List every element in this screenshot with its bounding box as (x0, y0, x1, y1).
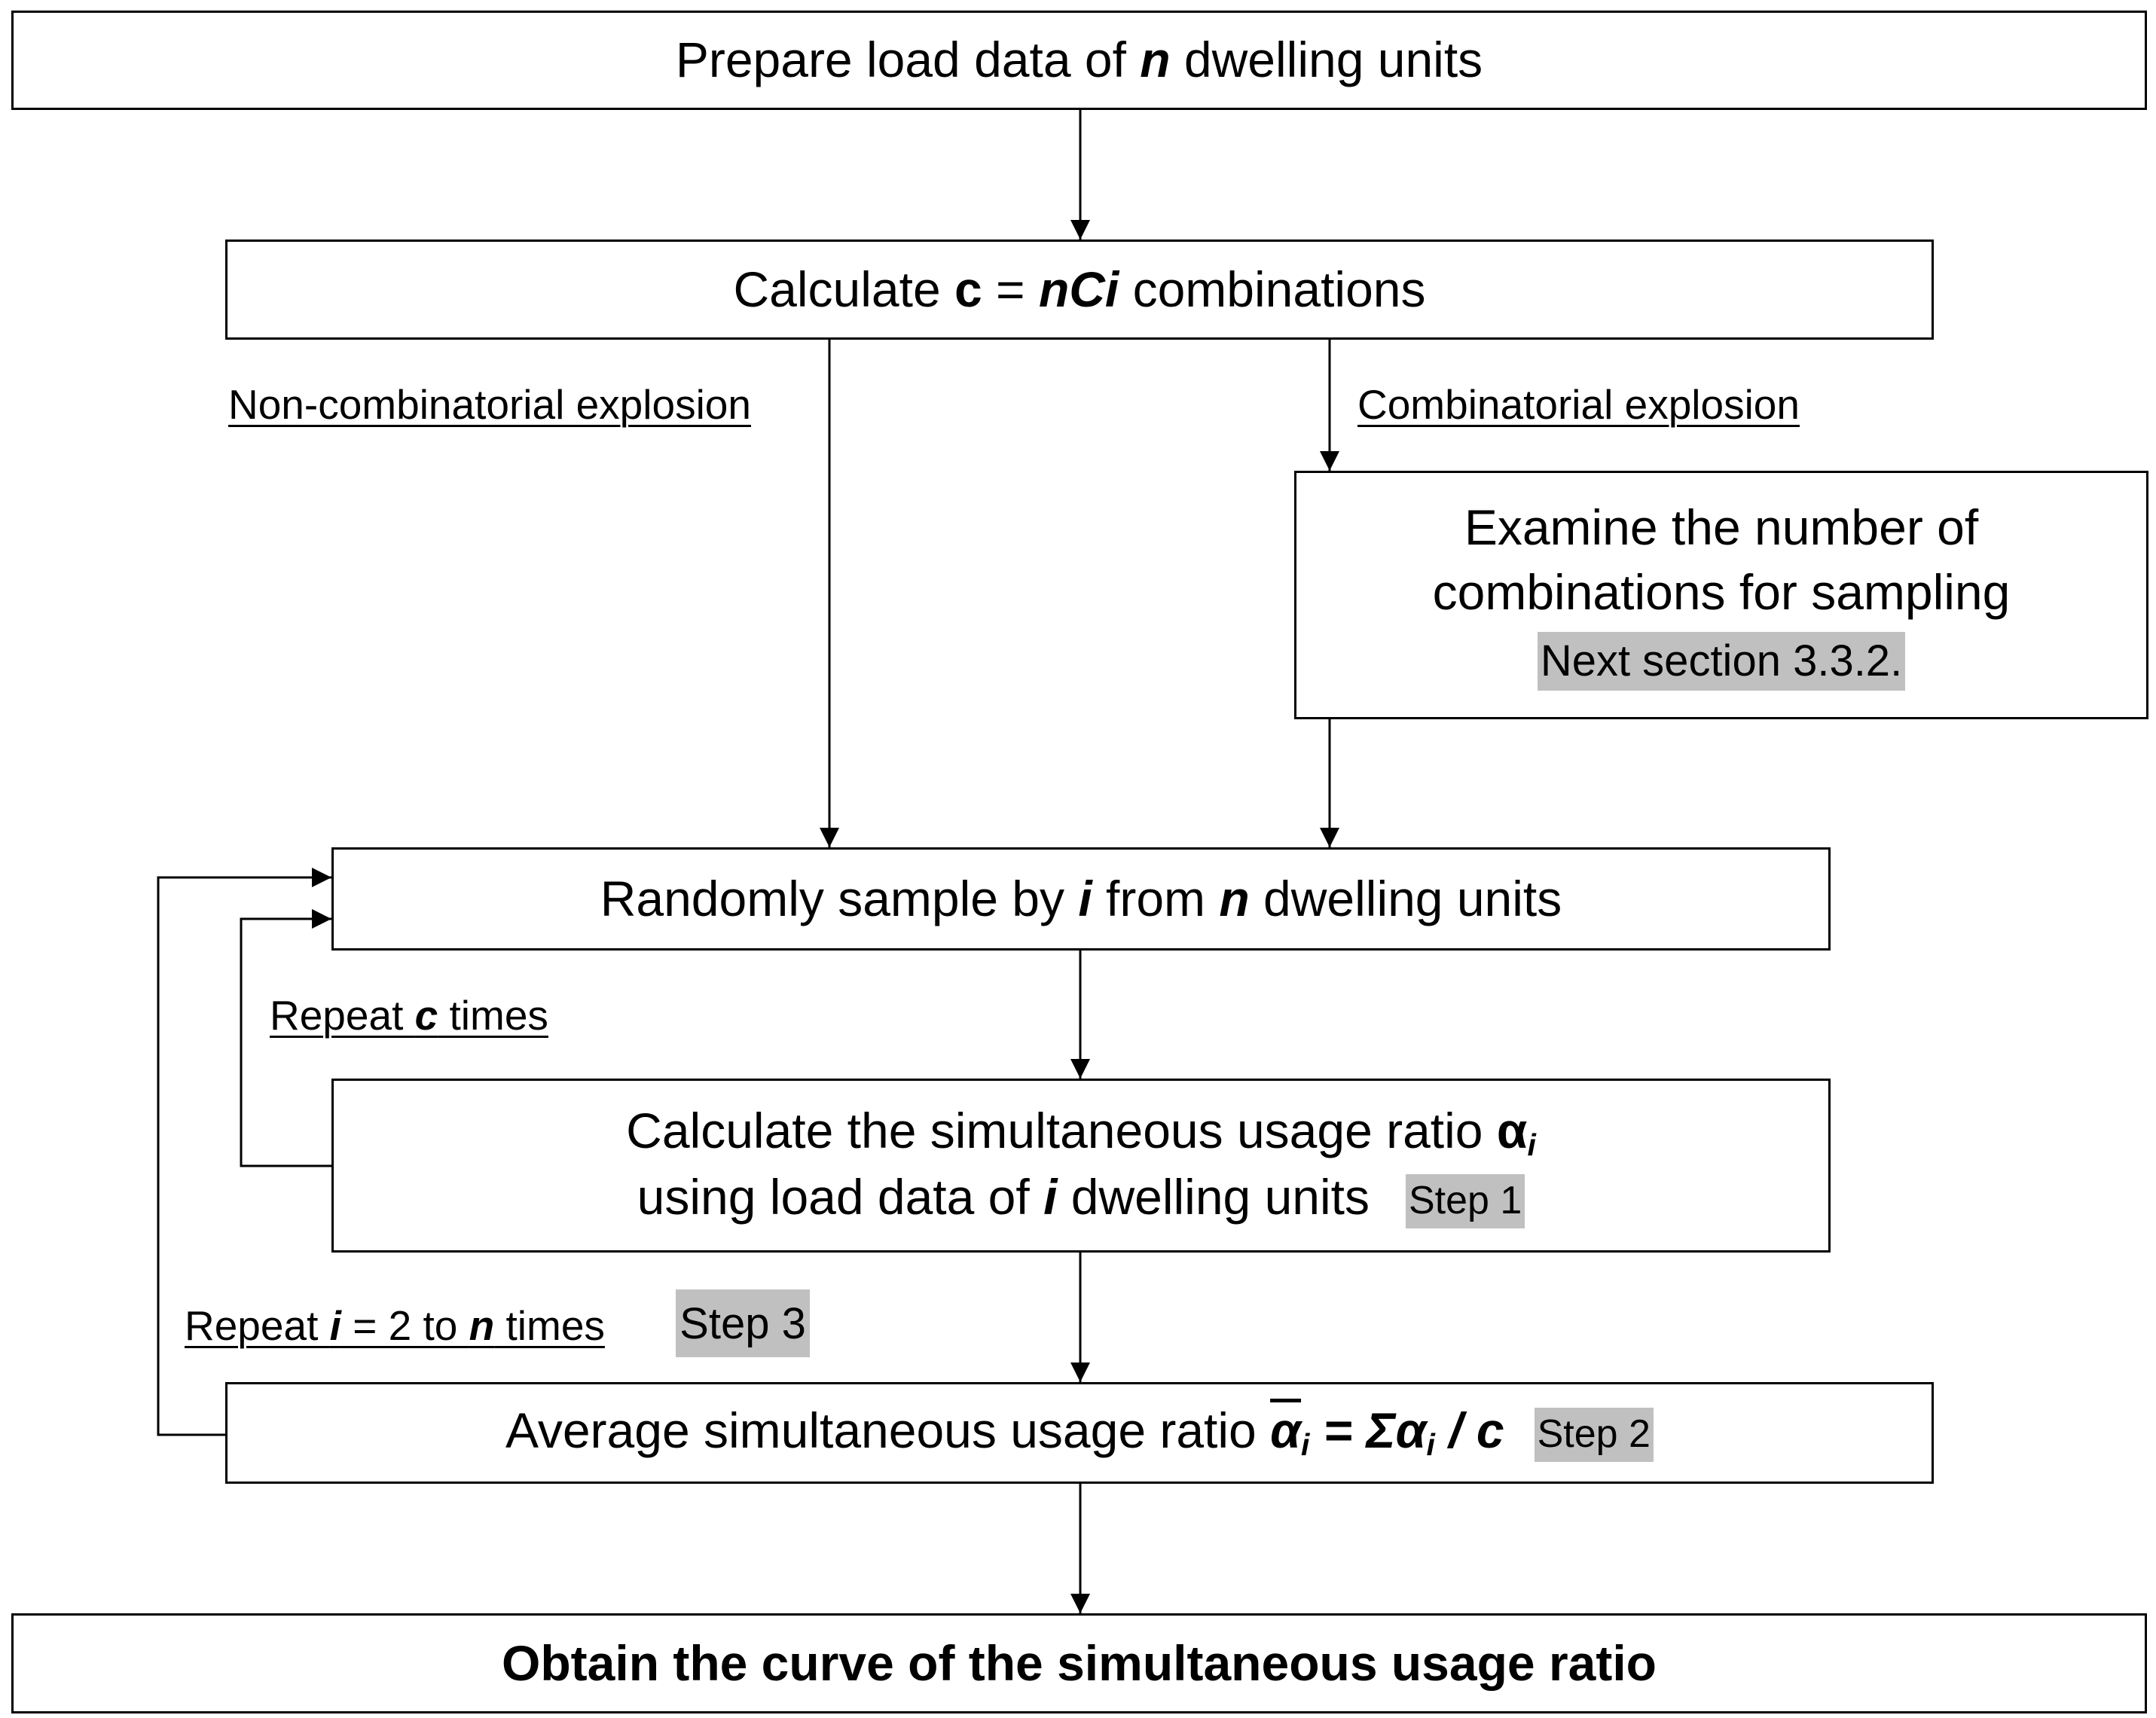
repeat-i-mid: = 2 to (341, 1302, 469, 1349)
alpha-bar-sub-i: i (1301, 1427, 1310, 1463)
obtain-text: Obtain the curve of the simultaneous usa… (502, 1634, 1657, 1691)
label-non-combinatorial-explosion: Non-combinatorial explosion (228, 381, 751, 428)
var-n: n (469, 1302, 495, 1349)
alpha-symbol: α (1496, 1103, 1528, 1159)
sigma-alpha: = Σα (1309, 1402, 1427, 1459)
badge-next-section: Next section 3.3.2. (1537, 631, 1906, 691)
calc-ratio-line1: Calculate the simultaneous usage ratio (626, 1103, 1497, 1159)
box-examine-combinations: Examine the number of combinations for s… (1294, 471, 2148, 719)
box-obtain-curve: Obtain the curve of the simultaneous usa… (11, 1613, 2147, 1713)
var-i: i (329, 1302, 341, 1349)
box-randomly-sample: Randomly sample by i from n dwelling uni… (331, 847, 1831, 951)
box-prepare-load-data: Prepare load data of n dwelling units (11, 11, 2147, 110)
examine-line-1: Examine the number of (1464, 499, 1979, 555)
var-i: i (1043, 1169, 1058, 1225)
calc-comb-before: Calculate (733, 261, 954, 317)
label-combinatorial-explosion: Combinatorial explosion (1357, 381, 1800, 428)
sample-before: Randomly sample by (600, 870, 1079, 926)
divide-sign: / (1434, 1402, 1477, 1459)
calc-ratio-line2-before: using load data of (637, 1169, 1044, 1225)
prepare-text-before: Prepare load data of (675, 32, 1141, 88)
examine-line-2: combinations for sampling (1432, 563, 2011, 620)
var-i: i (1078, 870, 1092, 926)
var-c: c (954, 261, 982, 317)
alpha-sub-i: i (1527, 1128, 1536, 1163)
label-repeat-i-times: Repeat i = 2 to n times (185, 1301, 605, 1350)
sample-mid: from (1092, 870, 1220, 926)
alpha-bar-symbol: α (1270, 1402, 1302, 1459)
var-c: c (1476, 1402, 1504, 1459)
calc-comb-eq: = (982, 261, 1039, 317)
label-repeat-c-times: Repeat c times (270, 991, 548, 1039)
var-c: c (414, 992, 438, 1039)
badge-step-3: Step 3 (676, 1289, 810, 1357)
var-nci: nCi (1038, 261, 1119, 317)
box-average-usage-ratio: Average simultaneous usage ratio αi = Σα… (225, 1382, 1934, 1484)
sigma-alpha-sub-i: i (1426, 1427, 1435, 1463)
var-n: n (1140, 32, 1171, 88)
calc-ratio-line2-after: dwelling units (1057, 1169, 1370, 1225)
average-before: Average simultaneous usage ratio (505, 1402, 1271, 1459)
calc-comb-after: combinations (1119, 261, 1426, 317)
sample-after: dwelling units (1249, 870, 1562, 926)
badge-step-2: Step 2 (1534, 1408, 1654, 1462)
repeat-c-after: times (438, 992, 548, 1039)
badge-step-1: Step 1 (1405, 1174, 1525, 1228)
loop-repeat-c (240, 909, 333, 1167)
box-calculate-usage-ratio: Calculate the simultaneous usage ratio α… (331, 1079, 1831, 1253)
repeat-c-before: Repeat (270, 992, 415, 1039)
repeat-i-before: Repeat (185, 1302, 330, 1349)
prepare-text-after: dwelling units (1170, 32, 1483, 88)
repeat-i-after: times (494, 1302, 605, 1349)
box-calculate-combinations: Calculate c = nCi combinations (225, 240, 1934, 340)
loop-repeat-i (157, 868, 331, 1436)
var-n: n (1219, 870, 1250, 926)
